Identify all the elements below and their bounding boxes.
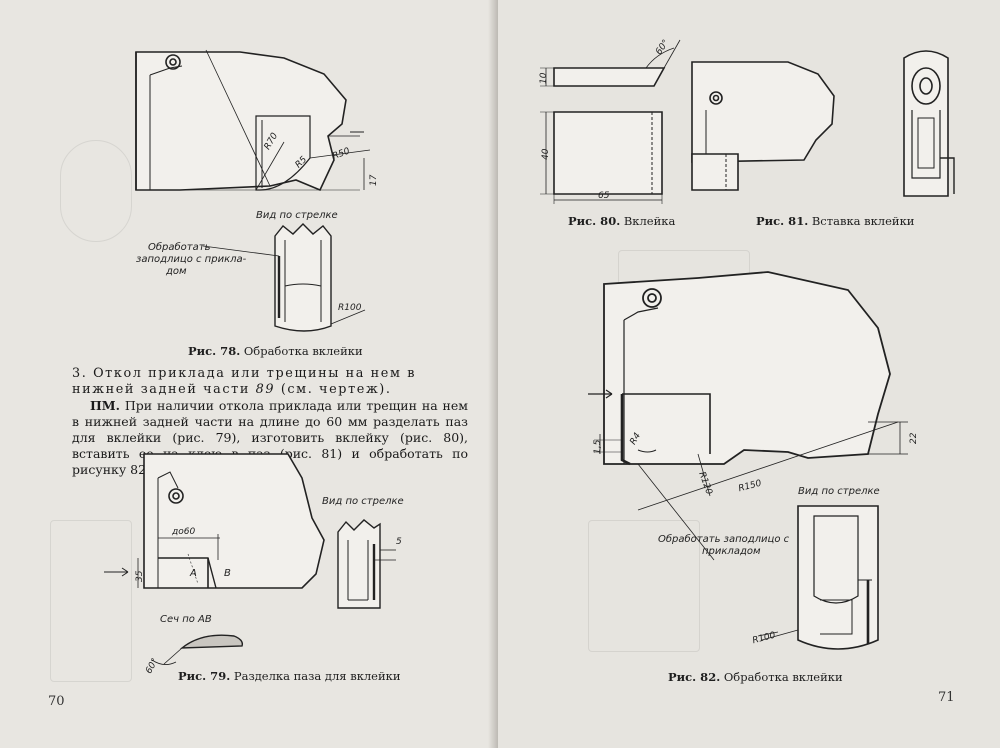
right-page: 60° 10 40 65 Рис. 80. Вклейка bbox=[498, 0, 1000, 748]
section-heading: 3. Откол приклада или трещины на нем в н… bbox=[72, 366, 468, 398]
show-through-ghost bbox=[60, 140, 132, 242]
fig81-caption-prefix: Рис. 81. bbox=[756, 214, 809, 228]
fig82-view-label: Вид по стрелке bbox=[798, 486, 880, 497]
fig79-dim-35: 35 bbox=[135, 570, 145, 582]
fig78-work-label-3: дом bbox=[165, 266, 187, 277]
left-page-number: 70 bbox=[48, 694, 65, 709]
right-page-number: 71 bbox=[938, 690, 955, 705]
fig82-work-label-2: прикладом bbox=[702, 546, 761, 557]
fig82-caption-prefix: Рис. 82. bbox=[668, 670, 721, 684]
fig82-drawing: 1,5 R4 R120 R150 22 Обработать заподлицо… bbox=[588, 271, 919, 650]
fig81-end-view bbox=[903, 50, 955, 197]
fig82-dim-r100: R100 bbox=[751, 631, 776, 647]
fig82-caption: Рис. 82. Обработка вклейки bbox=[668, 670, 843, 684]
fig81-drawing bbox=[691, 61, 835, 191]
fig79-point-a: A bbox=[189, 568, 197, 579]
fig78-work-label-2: заподлицо с прикла- bbox=[136, 254, 247, 265]
fig79-dim-60deg: 60° bbox=[144, 657, 161, 676]
fig79-caption-prefix: Рис. 79. bbox=[178, 669, 231, 683]
show-through-ghost bbox=[50, 520, 132, 682]
fig78-caption-prefix: Рис. 78. bbox=[188, 344, 241, 358]
fig82-dim-r120: R120 bbox=[696, 471, 714, 497]
fig82-dim-15: 1,5 bbox=[593, 439, 603, 454]
instruction-paragraph: ПМ. При наличии откола приклада или трещ… bbox=[72, 398, 468, 478]
fig79-caption: Рис. 79. Разделка паза для вклейки bbox=[178, 669, 401, 683]
fig80-caption-prefix: Рис. 80. bbox=[568, 214, 621, 228]
fig78-caption: Рис. 78. Обработка вклейки bbox=[188, 344, 363, 358]
fig78-dim-17: 17 bbox=[369, 174, 379, 186]
fig82-work-label-1: Обработать заподлицо с bbox=[658, 533, 790, 545]
fig79-section-label: Сеч по АВ bbox=[160, 614, 212, 625]
section-suffix: (см. чертеж). bbox=[280, 382, 392, 397]
fig79-dim-5: 5 bbox=[396, 537, 402, 547]
fig81-caption: Рис. 81. Вставка вклейки bbox=[756, 214, 914, 228]
show-through-ghost bbox=[588, 520, 700, 652]
fig80-dim-40: 40 bbox=[541, 148, 551, 160]
fig80-dim-10: 10 bbox=[539, 72, 549, 84]
section-ref: 89 bbox=[255, 382, 276, 397]
fig79-view-label: Вид по стрелке bbox=[322, 496, 404, 507]
fig78-work-label-1: Обработать bbox=[148, 241, 211, 253]
fig81-caption-title: Вставка вклейки bbox=[811, 214, 915, 228]
fig79-drawing: до60 35 A B Вид по стрелке 5 Сеч по АВ 6 bbox=[104, 453, 404, 676]
section-number: 3. bbox=[72, 366, 88, 381]
fig80-caption: Рис. 80. Вклейка bbox=[568, 214, 675, 228]
fig79-caption-title: Разделка паза для вклейки bbox=[233, 669, 401, 683]
fig78-view-label: Вид по стрелке bbox=[256, 210, 338, 221]
fig78-dim-r100: R100 bbox=[338, 303, 362, 313]
fig78-drawing: R70 R5 R50 17 Вид по стрелке Обработать … bbox=[135, 49, 379, 332]
fig82-dim-22: 22 bbox=[909, 432, 919, 444]
left-page: R70 R5 R50 17 Вид по стрелке Обработать … bbox=[0, 0, 498, 748]
fig80-drawing: 60° 10 40 65 bbox=[539, 38, 681, 204]
paragraph-text: При наличии откола приклада или трещин н… bbox=[72, 398, 468, 477]
fig80-dim-65: 65 bbox=[598, 191, 610, 201]
paragraph-lead: ПМ. bbox=[90, 398, 120, 413]
fig80-dim-60deg: 60° bbox=[654, 38, 671, 57]
fig79-dim-do60: до60 bbox=[171, 527, 195, 537]
fig82-caption-title: Обработка вклейки bbox=[723, 670, 843, 684]
fig78-caption-title: Обработка вклейки bbox=[243, 344, 363, 358]
fig79-point-b: B bbox=[224, 568, 231, 579]
fig80-caption-title: Вклейка bbox=[623, 214, 676, 228]
fig82-dim-r150: R150 bbox=[737, 479, 762, 495]
section-text: Откол приклада или трещины на нем в нижн… bbox=[72, 366, 417, 397]
fig78-dim-r50: R50 bbox=[331, 146, 351, 162]
